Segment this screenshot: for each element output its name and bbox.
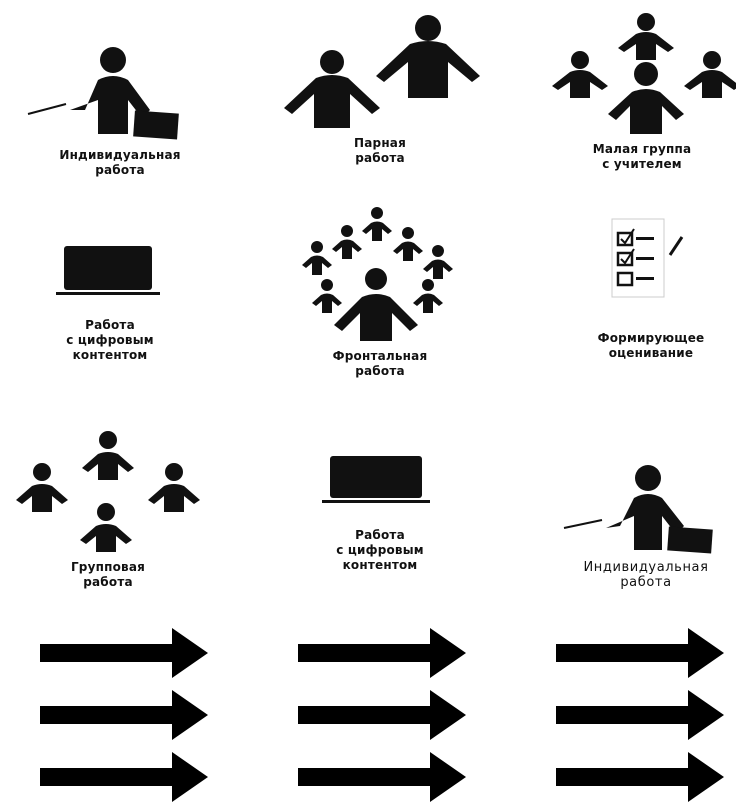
- tile-label: Индивидуальная работа: [59, 148, 181, 177]
- tile-group-work: Групповая работа: [8, 430, 208, 600]
- right-arrow-icon: [556, 690, 724, 740]
- tile-label: Групповая работа: [70, 560, 146, 589]
- right-arrow-icon: [298, 752, 466, 802]
- right-arrow-icon: [556, 752, 724, 802]
- right-arrow-icon: [40, 690, 208, 740]
- tile-label: Работа с цифровым контентом: [66, 318, 154, 362]
- laptop-icon: [322, 456, 430, 503]
- small-group-icon: [552, 13, 736, 134]
- tile-label: Малая группа с учителем: [592, 142, 692, 171]
- tile-individual-work-2: Индивидуальная работа: [556, 460, 736, 610]
- circle-of-people-icon: [302, 207, 453, 341]
- tile-label: Фронтальная работа: [332, 349, 428, 378]
- group-of-four-icon: [16, 431, 200, 552]
- right-arrow-icon: [298, 690, 466, 740]
- right-arrow-icon: [40, 628, 208, 678]
- tile-frontal-work: Фронтальная работа: [270, 205, 490, 395]
- tile-digital-content-1: Работа с цифровым контентом: [20, 240, 220, 380]
- tile-label: Работа с цифровым контентом: [336, 528, 424, 572]
- tile-formative-assessment: Формирующее оценивание: [566, 215, 736, 375]
- teacher-with-board-icon: [27, 47, 179, 140]
- tile-pair-work: Парная работа: [280, 10, 480, 180]
- tile-individual-work-1: Индивидуальная работа: [20, 30, 220, 190]
- right-arrow-icon: [556, 628, 724, 678]
- right-arrow-icon: [40, 752, 208, 802]
- tile-label: Индивидуальная работа: [583, 560, 709, 590]
- pair-of-people-icon: [284, 15, 480, 128]
- tile-label: Парная работа: [353, 136, 407, 165]
- tile-digital-content-2: Работа с цифровым контентом: [280, 450, 480, 590]
- laptop-icon: [56, 246, 160, 295]
- right-arrow-icon: [298, 628, 466, 678]
- checklist-icon: [611, 218, 684, 298]
- tile-label: Формирующее оценивание: [597, 331, 705, 360]
- teacher-with-board-icon: [563, 465, 713, 554]
- tile-small-group: Малая группа с учителем: [548, 10, 736, 180]
